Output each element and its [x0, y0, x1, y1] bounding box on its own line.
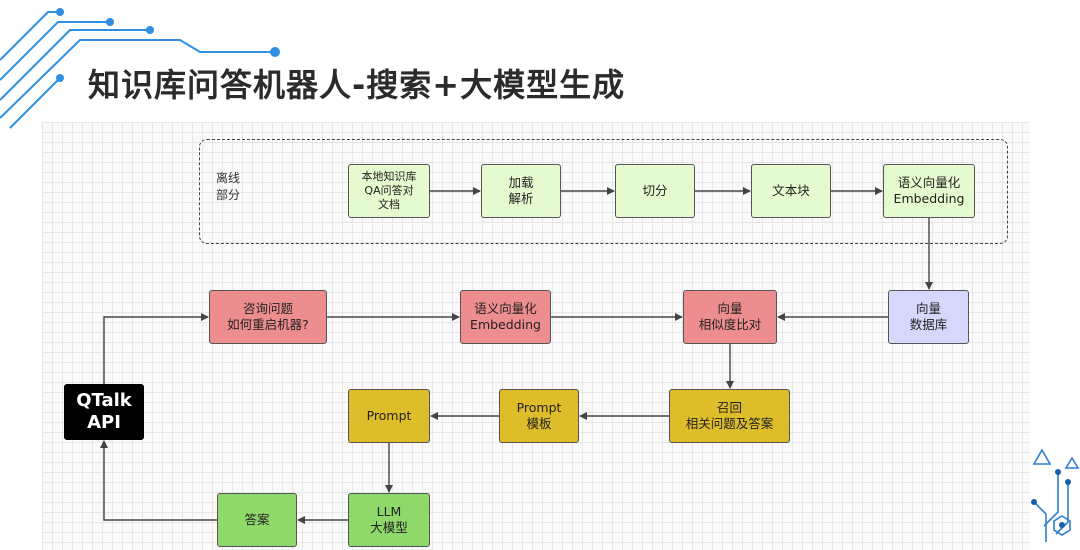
node-prompt-template: Prompt 模板: [499, 389, 579, 443]
node-answer: 答案: [217, 493, 297, 547]
offline-section-label: 离线 部分: [216, 171, 241, 202]
node-embedding-online: 语义向量化 Embedding: [460, 290, 551, 344]
node-prompt: Prompt: [348, 389, 430, 443]
node-text-block: 文本块: [751, 164, 831, 218]
node-question: 咨询问题 如何重启机器?: [209, 290, 327, 344]
node-vector-similarity: 向量 相似度比对: [683, 290, 777, 344]
node-qtalk-api: QTalk API: [64, 384, 144, 440]
circuit-decoration: [0, 8, 280, 129]
node-load-parse: 加载 解析: [481, 164, 561, 218]
node-recall: 召回 相关问题及答案: [669, 389, 790, 443]
node-llm: LLM 大模型: [348, 493, 430, 547]
corner-logo-icon: [1031, 448, 1080, 542]
node-embedding-offline: 语义向量化 Embedding: [883, 164, 975, 218]
offline-section-frame: [199, 139, 1008, 244]
node-local-knowledge-base: 本地知识库 QA问答对 文档: [348, 164, 430, 218]
node-vector-database: 向量 数据库: [888, 290, 969, 344]
node-split: 切分: [615, 164, 695, 218]
page-title: 知识库问答机器人-搜索+大模型生成: [88, 66, 626, 104]
